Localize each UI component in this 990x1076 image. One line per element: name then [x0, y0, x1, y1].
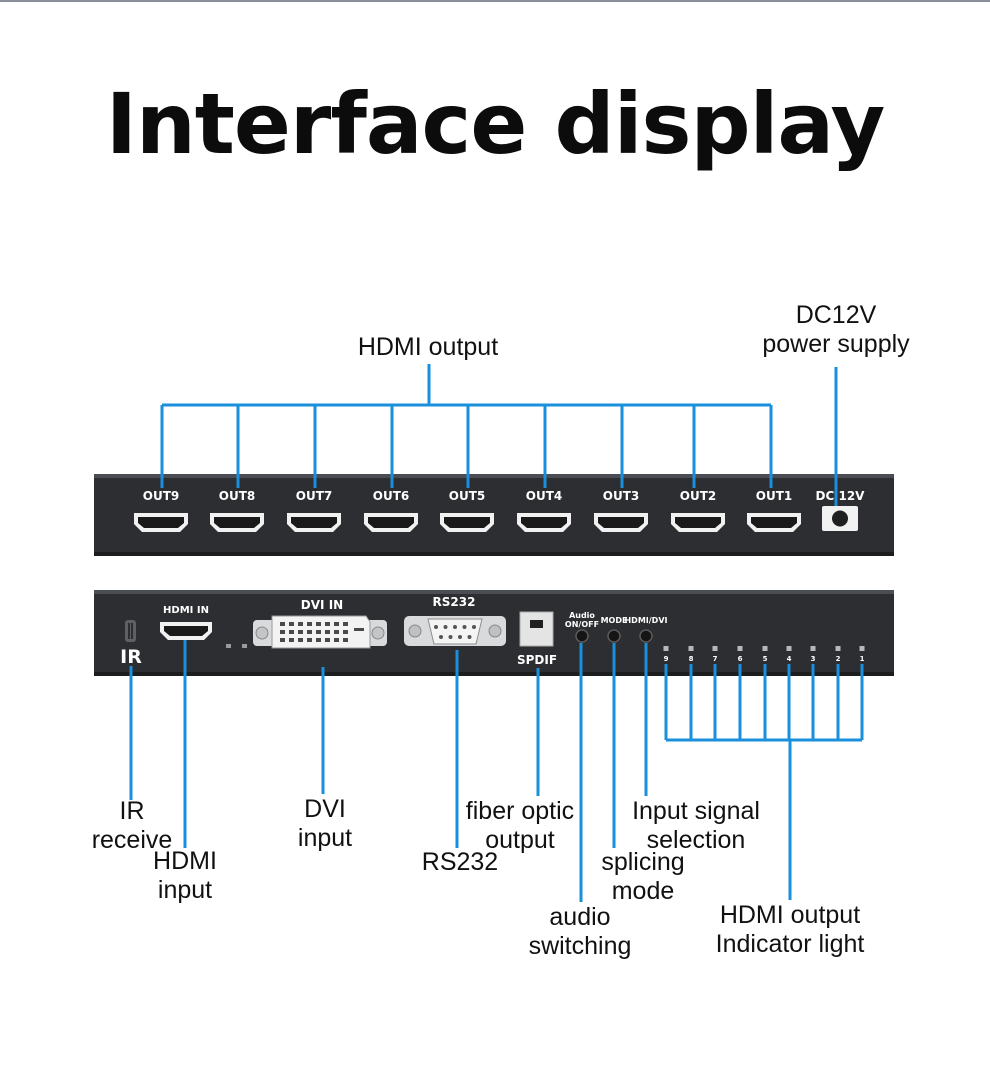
output-port-label: OUT7: [296, 489, 332, 503]
label-dc-power: DC12V power supply: [746, 301, 926, 359]
ir-port-label: IR: [120, 646, 142, 668]
rs232-port-label: RS232: [433, 595, 476, 609]
dc-port-label: DC 12V: [816, 489, 866, 503]
top-border: [0, 0, 990, 2]
bottom-panel-shadow: [94, 672, 894, 676]
output-port-label: OUT6: [373, 489, 409, 503]
hdmi-in-port-icon: [160, 622, 212, 640]
dvi-in-port-icon: [253, 615, 387, 649]
led-number-label: 9: [664, 655, 669, 663]
label-dvi-input: DVI input: [275, 795, 375, 853]
front-panel-outputs: OUT9 OUT8 OUT7 OUT6 OUT5 OUT4 OUT3 OUT2 OUT1 DC …: [94, 474, 894, 556]
output-indicator-led: [835, 646, 841, 651]
led-number-label: 3: [811, 655, 816, 663]
output-port-label: OUT5: [449, 489, 485, 503]
spdif-port-slot: [530, 620, 543, 628]
label-input-sel-line1: Input signal: [632, 797, 760, 825]
output-port-label: OUT8: [219, 489, 255, 503]
dc-jack-hole: [832, 510, 848, 527]
label-hdmi-input-line1: HDMI: [153, 847, 217, 875]
output-port-label: OUT3: [603, 489, 639, 503]
label-splicing-line2: mode: [611, 877, 675, 905]
label-input-sel-line2: selection: [646, 826, 746, 854]
label-fiber-line2: output: [485, 826, 555, 854]
label-fiber-optic: fiber optic output: [455, 797, 585, 855]
bottom-panel-highlight: [94, 590, 894, 594]
label-indicator-line1: HDMI output: [719, 901, 861, 929]
audio-switch-button[interactable]: [575, 629, 589, 643]
label-dc-line1: DC12V: [795, 301, 877, 329]
page-title: Interface display: [105, 75, 886, 173]
hdmi-output-port-icon: [594, 513, 648, 532]
label-hdmi-input: HDMI input: [135, 847, 235, 905]
status-led-icon: [242, 644, 247, 648]
hdmi-output-port-icon: [364, 513, 418, 532]
mode-button[interactable]: [607, 629, 621, 643]
led-number-label: 5: [763, 655, 768, 663]
top-panel-highlight: [94, 474, 894, 478]
label-dvi-line1: DVI: [304, 795, 346, 823]
label-hdmi-input-line2: input: [157, 876, 213, 904]
label-ir-line1: IR: [119, 797, 145, 825]
output-indicator-led: [810, 646, 816, 651]
spdif-port-label: SPDIF: [517, 653, 557, 667]
output-port-label: OUT4: [526, 489, 562, 503]
label-indicator-light: HDMI output Indicator light: [700, 901, 880, 959]
hdmi-output-port-icon: [747, 513, 801, 532]
hdmi-output-port-icon: [287, 513, 341, 532]
audio-button-label-top: Audio: [569, 611, 595, 620]
output-indicator-led: [737, 646, 743, 651]
label-ir-receive: IR receive: [82, 797, 182, 855]
label-splicing-line1: splicing: [601, 848, 685, 876]
led-number-label: 8: [689, 655, 694, 663]
hdmi-output-port-icon: [210, 513, 264, 532]
label-indicator-line2: Indicator light: [715, 930, 865, 958]
label-rs232: RS232: [410, 848, 510, 877]
led-number-label: 7: [713, 655, 718, 663]
output-port-label: OUT2: [680, 489, 716, 503]
dvi-in-port-label: DVI IN: [301, 598, 343, 612]
hdmi-output-port-icon: [517, 513, 571, 532]
label-rs232-text: RS232: [421, 848, 499, 876]
label-dvi-line2: input: [297, 824, 353, 852]
label-audio-line2: switching: [528, 932, 632, 960]
hdmi-in-port-label: HDMI IN: [163, 605, 209, 616]
output-indicator-led: [663, 646, 669, 651]
output-indicator-led: [786, 646, 792, 651]
led-number-label: 1: [860, 655, 865, 663]
hdmi-output-port-icon: [440, 513, 494, 532]
output-port-label: OUT9: [143, 489, 179, 503]
label-hdmi-output: HDMI output: [338, 333, 518, 362]
hdmi-output-port-icon: [134, 513, 188, 532]
label-audio-switching: audio switching: [510, 903, 650, 961]
output-indicator-led: [712, 646, 718, 651]
hdmi-output-port-icon: [671, 513, 725, 532]
audio-button-label-bottom: ON/OFF: [565, 620, 599, 629]
spdif-port-icon: [519, 611, 554, 647]
input-select-button[interactable]: [639, 629, 653, 643]
label-ir-line2: receive: [91, 826, 173, 854]
status-led-icon: [226, 644, 231, 648]
rs232-port-icon: [404, 616, 506, 646]
callout-lines: [129, 364, 864, 902]
ir-sensor-icon: [125, 620, 136, 642]
output-port-label: OUT1: [756, 489, 792, 503]
output-indicator-led: [762, 646, 768, 651]
label-input-selection: Input signal selection: [616, 797, 776, 855]
label-audio-line1: audio: [549, 903, 611, 931]
label-fiber-line1: fiber optic: [465, 797, 575, 825]
led-number-label: 4: [787, 655, 792, 663]
led-number-label: 2: [836, 655, 841, 663]
output-indicator-led: [688, 646, 694, 651]
top-panel-shadow: [94, 552, 894, 556]
label-dc-line2: power supply: [762, 330, 910, 358]
output-indicator-led: [859, 646, 865, 651]
label-hdmi-output-text: HDMI output: [357, 333, 499, 361]
led-number-label: 6: [738, 655, 743, 663]
mode-button-label: MODE: [601, 616, 628, 625]
label-splicing-mode: splicing mode: [583, 848, 703, 906]
rear-panel-inputs: IR HDMI IN DVI IN RS232 SP: [94, 590, 894, 676]
hdmi-dvi-button-label: HDMI/DVI: [624, 616, 667, 625]
